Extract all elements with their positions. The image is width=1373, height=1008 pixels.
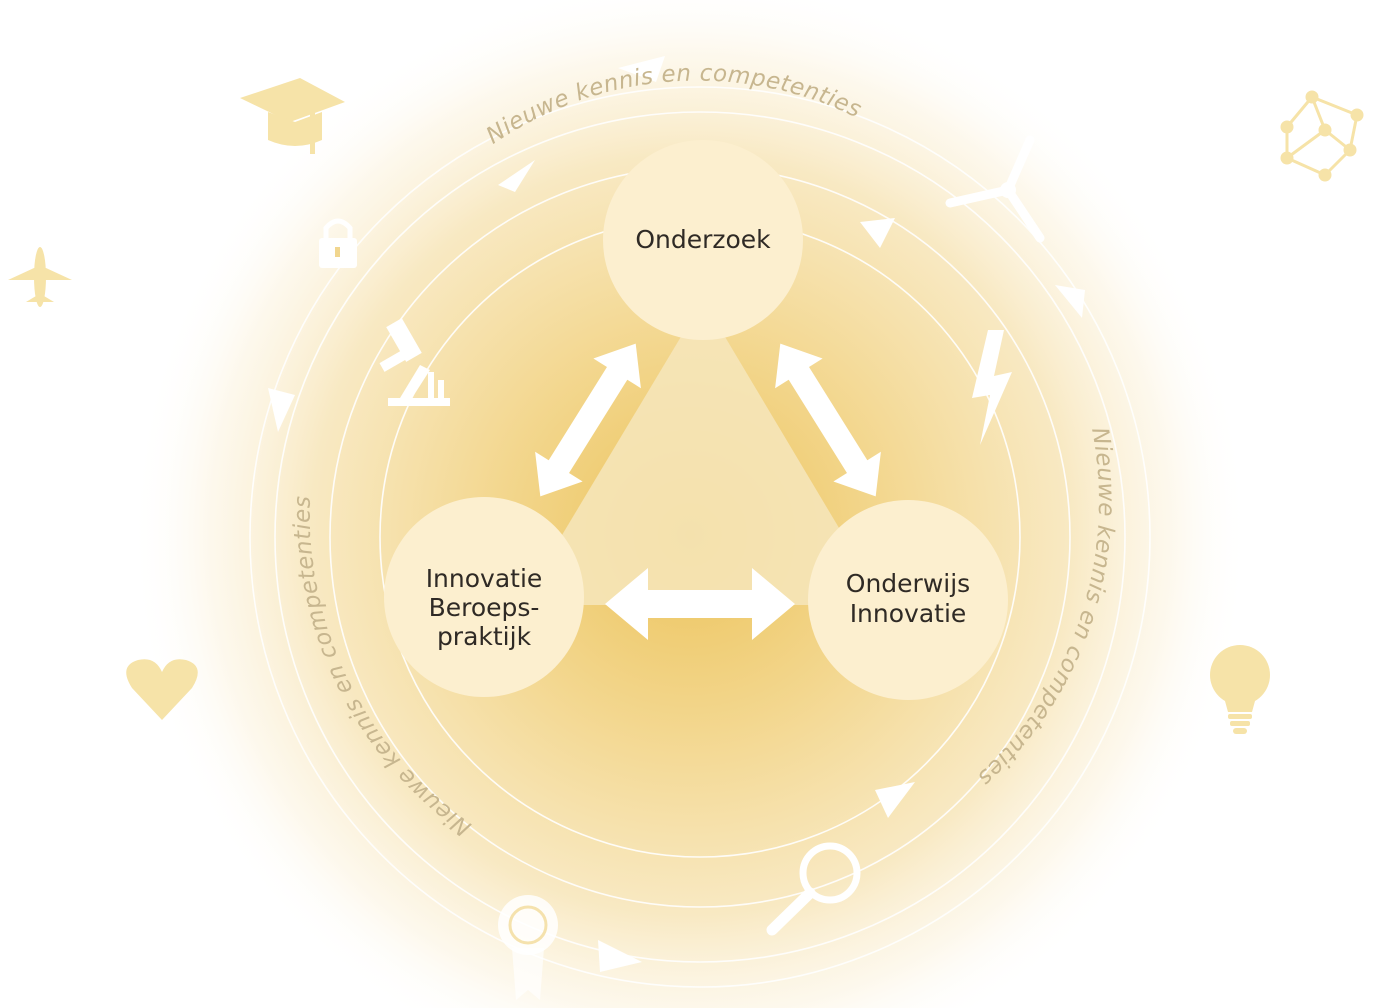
node-innovatie-line-1: Innovatie <box>426 564 543 593</box>
node-onderzoek: Onderzoek <box>603 140 803 340</box>
airplane-icon <box>8 247 72 307</box>
ring-second <box>274 111 1126 963</box>
node-innovatie-line-2: Beroeps- <box>429 593 540 622</box>
padlock-icon <box>319 218 357 268</box>
ring-arrow-left <box>268 388 295 432</box>
heart-icon <box>126 659 198 720</box>
arrow-innovatie-onderwijs <box>605 568 795 640</box>
wind-turbine-icon <box>945 135 1045 243</box>
award-ribbon-icon <box>498 895 558 1000</box>
node-onderwijs-line-1: Onderwijs <box>846 569 970 598</box>
node-onderwijs-line-2: Innovatie <box>850 599 967 628</box>
connector-arrows <box>535 343 881 640</box>
arrow-onderzoek-onderwijs <box>775 343 881 497</box>
node-onderwijs-circle <box>808 500 1008 700</box>
ring-arrow-right <box>1055 285 1085 318</box>
arrow-onderzoek-innovatie <box>535 343 641 497</box>
node-innovatie-circle <box>384 497 584 697</box>
node-innovatie-line-3: praktijk <box>437 622 532 651</box>
node-onderzoek-label: Onderzoek <box>635 225 771 254</box>
ring-arrow-top-left <box>498 160 535 192</box>
graduation-cap-icon <box>240 78 345 154</box>
wind-turbine-hub <box>1000 182 1016 198</box>
center-triangle <box>520 300 885 605</box>
ring-arrowheads <box>268 56 1085 972</box>
ring-arrow-lower-right <box>875 782 915 818</box>
node-onderwijs-innovatie: Onderwijs Innovatie <box>808 500 1008 700</box>
node-innovatie-beroepspraktijk: Innovatie Beroeps- praktijk <box>384 497 584 697</box>
ring-outer <box>249 86 1151 988</box>
lightbulb-icon <box>1210 645 1270 734</box>
lightning-icon <box>972 330 1012 445</box>
microscope-icon <box>379 318 450 406</box>
ring-arrow-bottom <box>598 940 642 972</box>
magnifier-icon <box>766 842 861 936</box>
ring-arrow-top <box>618 56 665 82</box>
ring-arrow-upper-right <box>860 218 895 248</box>
node-onderzoek-circle <box>603 140 803 340</box>
molecule-icon <box>1280 90 1364 182</box>
